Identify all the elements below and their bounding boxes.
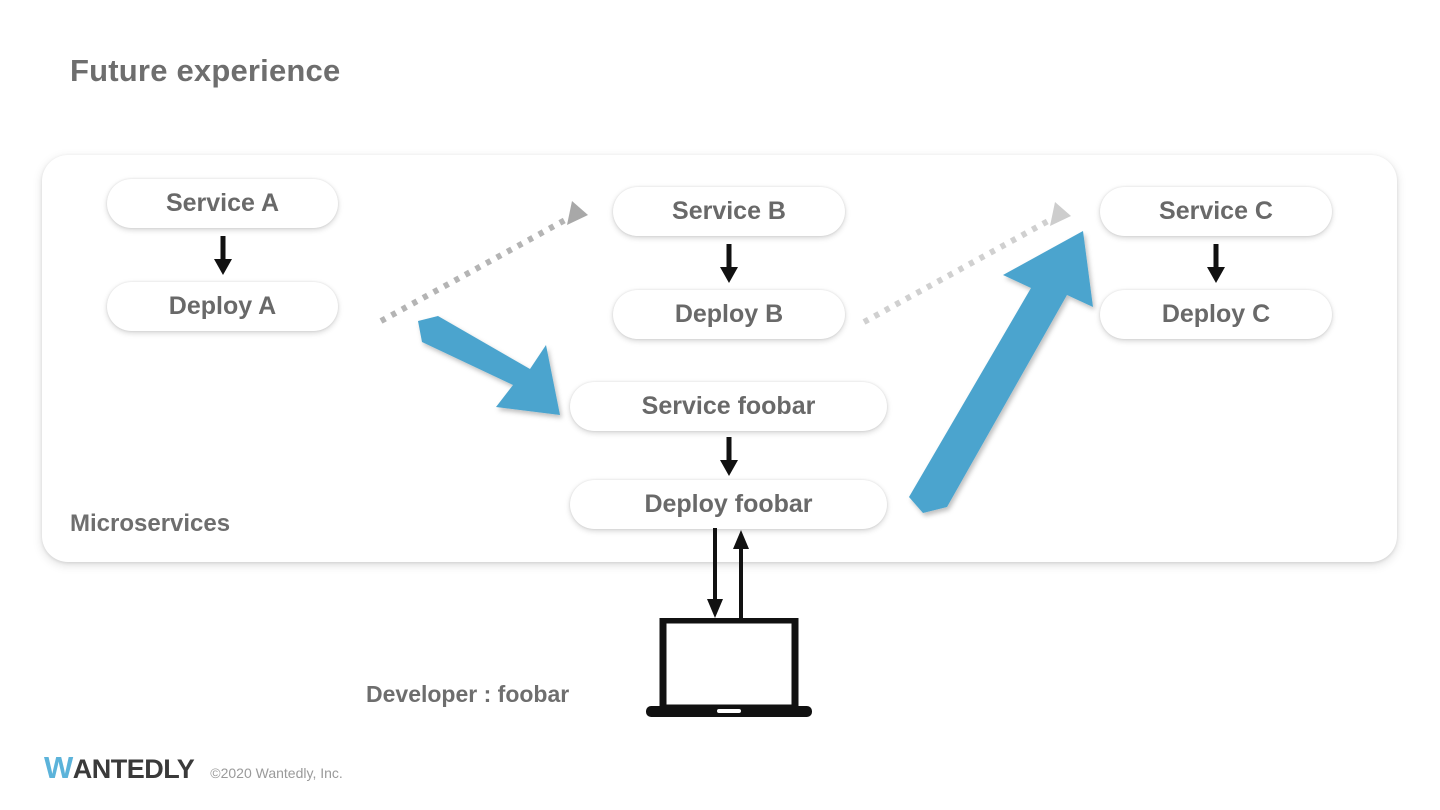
node-deploy-a[interactable]: Deploy A <box>107 282 338 331</box>
page-title: Future experience <box>70 53 341 88</box>
arrow-down-icon-c <box>1205 244 1227 284</box>
node-deploy-c[interactable]: Deploy C <box>1100 290 1332 339</box>
node-service-c[interactable]: Service C <box>1100 187 1332 236</box>
logo-wordmark: ANTEDLY <box>72 754 195 784</box>
logo-letter-w: W <box>44 750 73 785</box>
node-service-foobar[interactable]: Service foobar <box>570 382 887 431</box>
node-service-b[interactable]: Service B <box>613 187 845 236</box>
arrow-down-icon-a <box>212 236 234 276</box>
microservices-label: Microservices <box>70 510 231 537</box>
arrow-down-icon-foobar <box>718 437 740 477</box>
laptop-icon <box>646 616 812 718</box>
developer-bidirectional-arrows <box>700 528 762 620</box>
node-deploy-foobar[interactable]: Deploy foobar <box>570 480 887 529</box>
developer-label: Developer : foobar <box>366 681 570 707</box>
node-deploy-b[interactable]: Deploy B <box>613 290 845 339</box>
node-service-a[interactable]: Service A <box>107 179 338 228</box>
arrow-down-icon-b <box>718 244 740 284</box>
copyright-text: ©2020 Wantedly, Inc. <box>210 765 343 781</box>
